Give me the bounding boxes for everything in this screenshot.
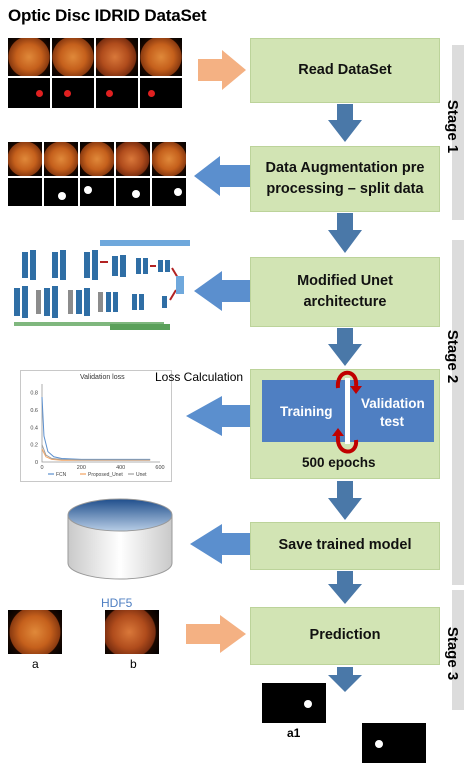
cycle-head-bottom: [332, 428, 344, 436]
unet-text-1: Modified Unet: [297, 272, 393, 289]
fundus-image: [52, 38, 94, 76]
x-tick-label: 200: [77, 465, 86, 471]
hdf5-label: HDF5: [101, 596, 133, 610]
unet-architecture-diagram: [14, 240, 190, 330]
epochs-label: 500 epochs: [302, 455, 376, 470]
down-arrow-3: [328, 328, 362, 366]
training-divider: [345, 378, 350, 444]
x-tick-label: 0: [40, 465, 43, 471]
x-tick-label: 600: [155, 465, 164, 471]
augmentation-box: Data Augmentation pre processing – split…: [250, 146, 440, 212]
down-arrow-2: [328, 213, 362, 253]
validation-label-1: Validation: [361, 396, 425, 411]
unet-output-bar: [110, 324, 170, 330]
fundus-image: [80, 142, 114, 176]
down-arrow-6: [328, 667, 362, 692]
fundus-image: [140, 38, 182, 76]
caption-b: b: [130, 657, 137, 671]
right-arrow-prediction: [186, 615, 246, 653]
unet-bottom-bar: [14, 322, 164, 326]
cycle-arrow-bottom: [335, 435, 359, 454]
left-arrow-save: [190, 524, 250, 564]
caption-a: a: [32, 657, 39, 671]
read-dataset-box: Read DataSet: [250, 38, 440, 103]
dataset-images: [8, 38, 182, 108]
read-dataset-text: Read DataSet: [298, 61, 392, 78]
down-arrows: [328, 104, 362, 692]
fundus-image: [8, 38, 50, 76]
loss-chart-title: Validation loss: [80, 374, 125, 381]
save-model-box: Save trained model: [250, 522, 440, 570]
prediction-input-a: [8, 610, 62, 654]
prediction-text: Prediction: [309, 627, 381, 644]
unet-grey-blocks: [36, 290, 103, 314]
left-arrow-augment: [194, 156, 250, 196]
y-tick-label: 0.8: [30, 391, 38, 397]
fundus-image: [44, 142, 78, 176]
caption-a1: a1: [287, 726, 301, 740]
save-model-text: Save trained model: [278, 537, 412, 554]
prediction-output-a1: [262, 683, 326, 723]
loss-calc-label: Loss Calculation: [155, 370, 244, 384]
mask-image: [152, 178, 186, 206]
down-arrow-5: [328, 571, 362, 604]
unet-bottleneck: [176, 276, 184, 294]
cycle-arrows: [335, 370, 359, 454]
validation-label-2: test: [380, 414, 405, 429]
mask-image: [140, 78, 182, 108]
training-label: Training: [280, 404, 333, 419]
fundus-image: [152, 142, 186, 176]
mask-image: [44, 178, 78, 206]
unet-text-2: architecture: [303, 294, 387, 310]
cycle-head-top: [350, 386, 362, 394]
augmented-images: [8, 142, 186, 206]
unet-box: Modified Unet architecture: [250, 257, 440, 327]
fundus-image: [8, 142, 42, 176]
cycle-arrow-top: [335, 370, 359, 389]
legend-label: Unet: [136, 472, 147, 478]
stage-3-bar: [452, 590, 464, 710]
mask-image: [80, 178, 114, 206]
mask-image: [8, 78, 50, 108]
y-tick-label: 0.4: [30, 425, 38, 431]
hdf5-cylinder: [67, 498, 173, 580]
left-arrow-unet: [194, 271, 250, 311]
right-arrow-dataset: [198, 50, 246, 90]
mask-image: [96, 78, 138, 108]
series-line-unet: [41, 444, 151, 461]
left-arrow-loss: [186, 396, 250, 436]
cycle-arrowheads: [332, 386, 362, 436]
left-arrows: [186, 156, 250, 564]
mask-image: [52, 78, 94, 108]
augmentation-text-2: processing – split data: [266, 181, 424, 197]
down-arrow-4: [328, 481, 362, 520]
arrows-layer: [186, 50, 362, 692]
right-arrows: [186, 50, 246, 653]
fundus-image: [96, 38, 138, 76]
prediction-box: Prediction: [250, 607, 440, 665]
prediction-input-b: [105, 610, 159, 654]
legend-label: Proposed_Unet: [88, 472, 123, 478]
y-tick-label: 0: [35, 460, 38, 466]
legend-label: FCN: [56, 472, 67, 478]
stage-2-bar: [452, 240, 464, 585]
mask-image: [116, 178, 150, 206]
loss-chart-frame: [20, 370, 172, 482]
loss-chart-axes: [41, 384, 160, 463]
augmentation-text-1: Data Augmentation pre: [265, 159, 425, 176]
unet-top-bar: [100, 240, 190, 246]
y-tick-label: 0.2: [30, 443, 38, 449]
diagram-title: Optic Disc IDRID DataSet: [8, 6, 207, 25]
fundus-image: [116, 142, 150, 176]
caption-b1: b1: [388, 726, 403, 740]
mask-image: [8, 178, 42, 206]
stage-1-bar: [452, 45, 464, 220]
y-tick-label: 0.6: [30, 408, 38, 414]
down-arrow-1: [328, 104, 362, 142]
unet-blocks: [14, 250, 170, 318]
x-tick-label: 400: [116, 465, 125, 471]
